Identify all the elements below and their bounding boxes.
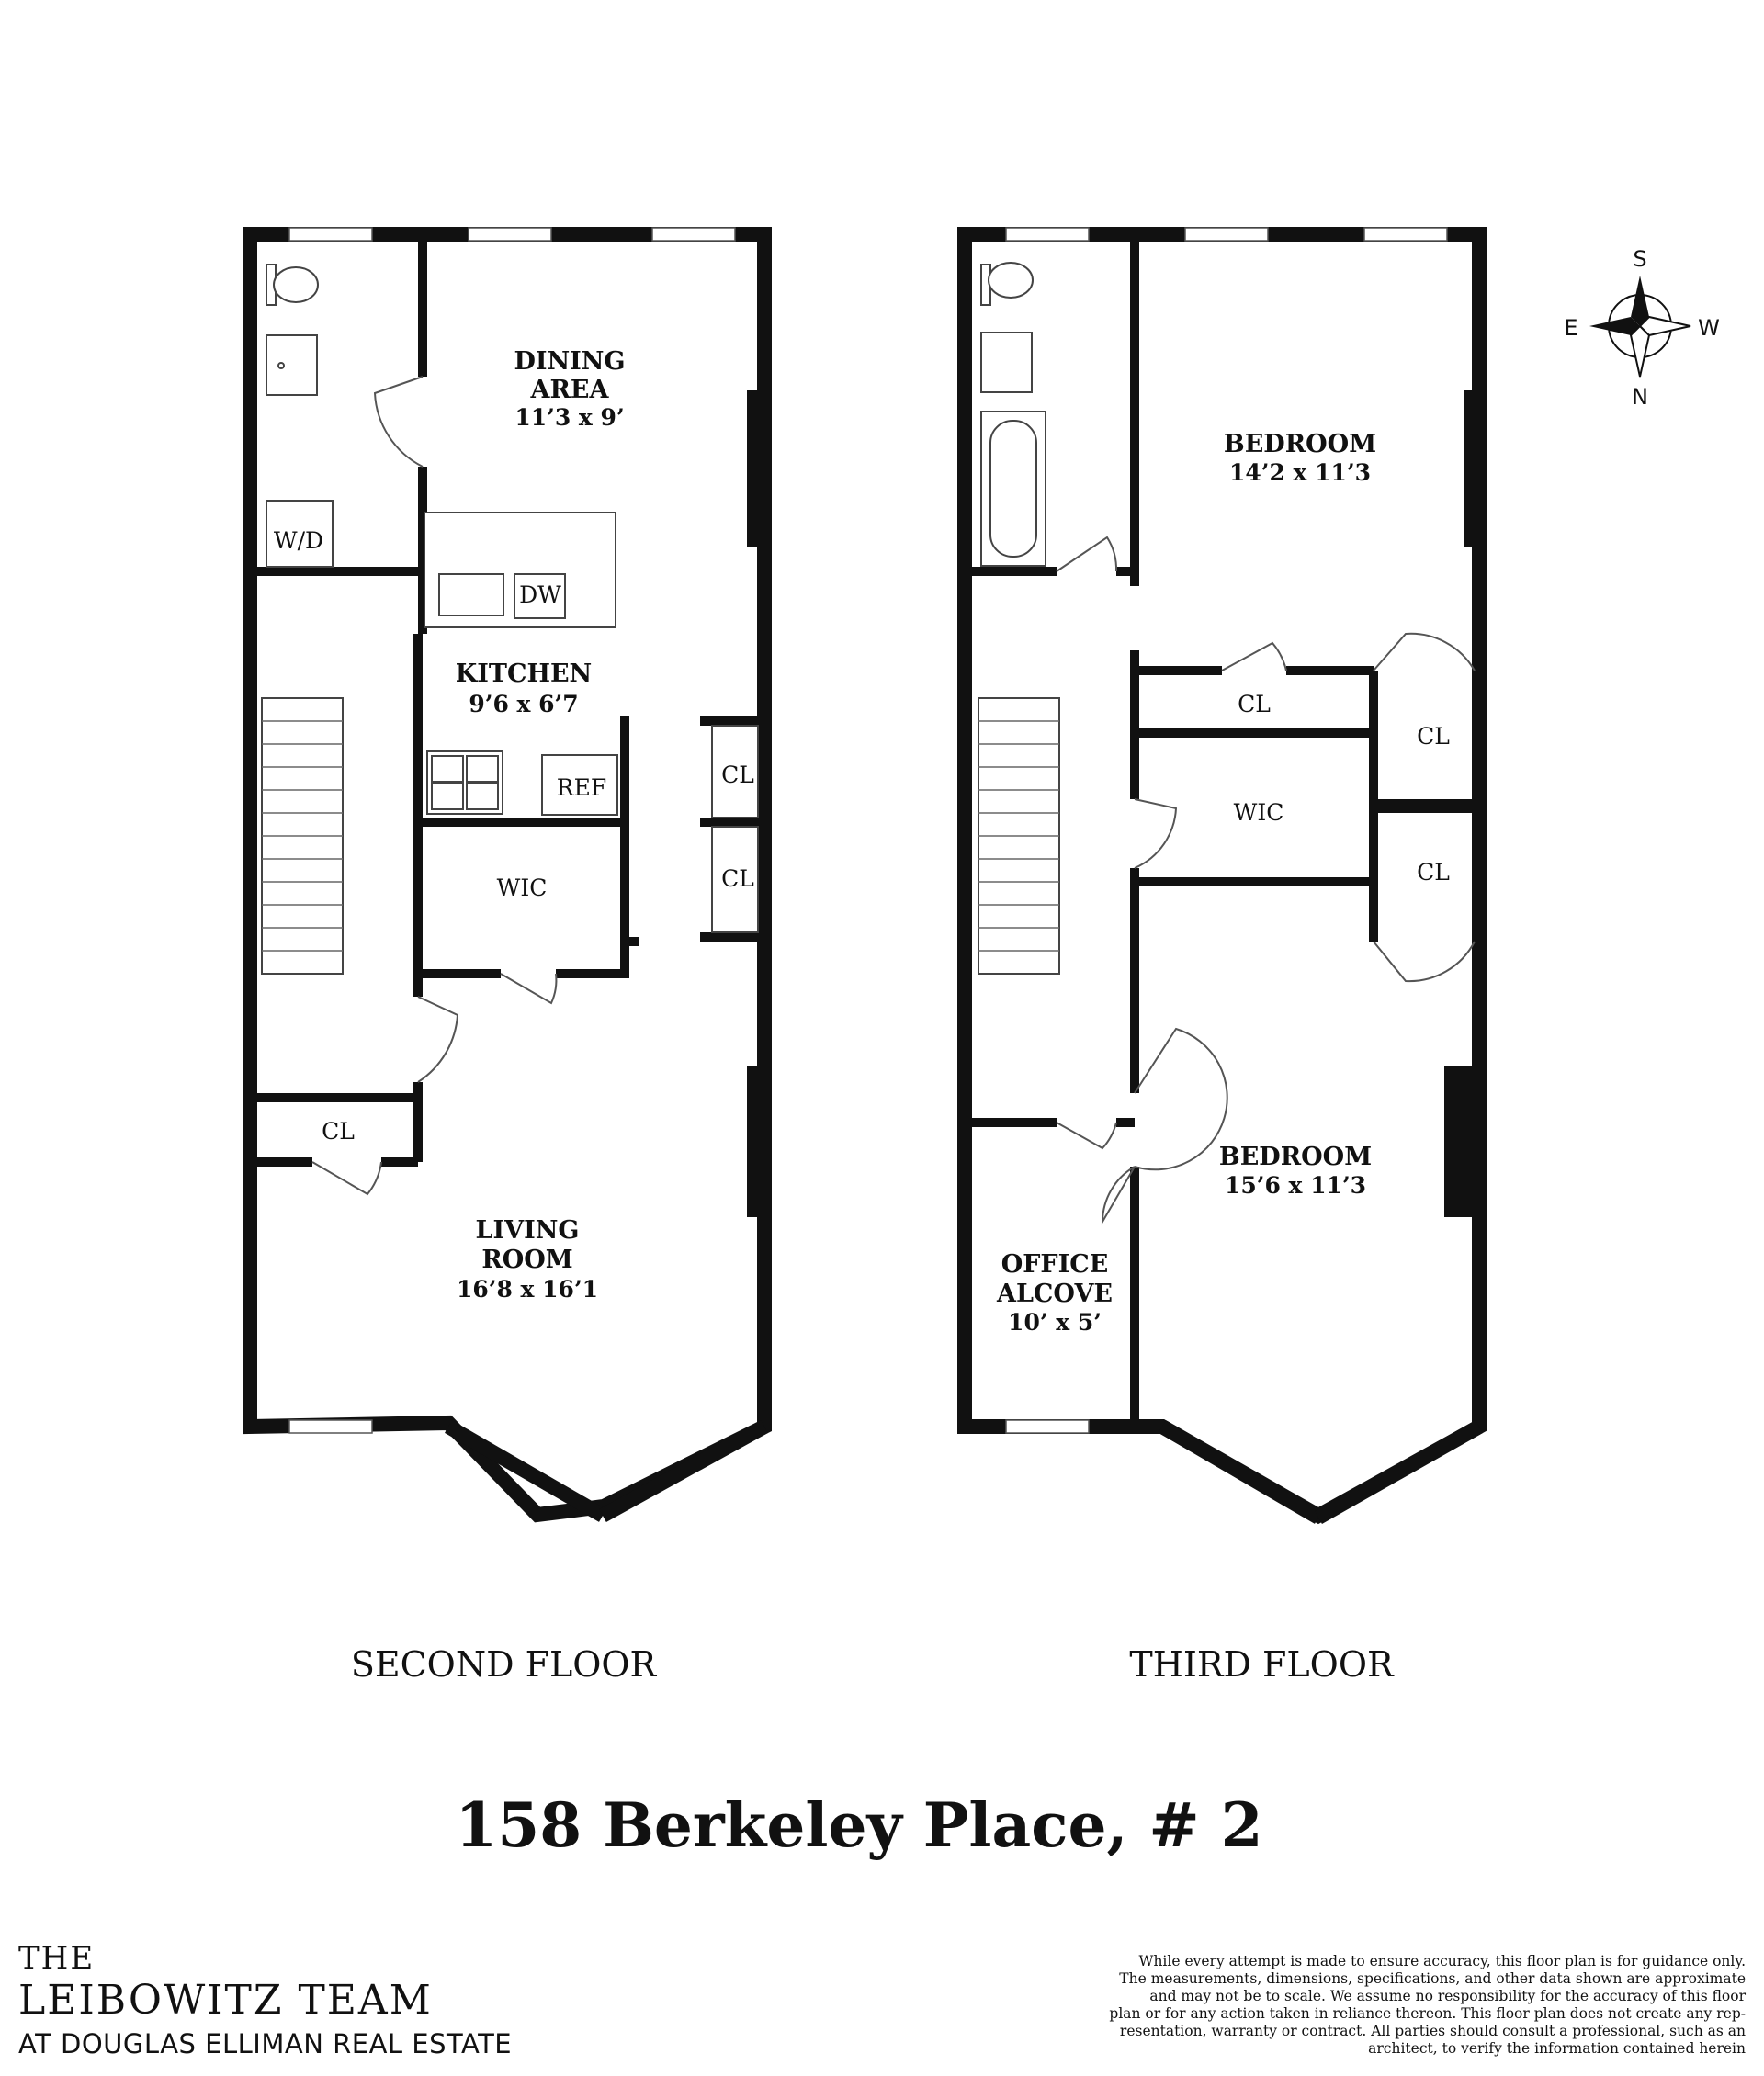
stair-treads <box>262 720 1059 952</box>
office-alcove-dims: 10’ x 5’ <box>1008 1309 1102 1336</box>
compass-rose: S E W N <box>1564 246 1719 410</box>
disclaimer-line: resentation, warranty or contract. All p… <box>1119 2023 1746 2039</box>
property-title: 158 Berkeley Place, # 2 <box>455 1789 1262 1861</box>
second-floor-outer-wall <box>243 227 772 1523</box>
dining-area-label-1: DINING <box>514 347 625 376</box>
dining-area-dims: 11’3 x 9’ <box>514 404 624 431</box>
wic-label-third: WIC <box>1234 799 1284 826</box>
living-room-label-1: LIVING <box>476 1216 580 1245</box>
second-floor-plan <box>243 227 772 1523</box>
bedroom-2-dims: 15’6 x 11’3 <box>1225 1172 1366 1199</box>
compass-e-label: E <box>1564 315 1577 341</box>
bedroom-2-label: BEDROOM <box>1219 1143 1372 1171</box>
third-floor-label: THIRD FLOOR <box>1129 1644 1395 1685</box>
compass-n-label: N <box>1632 384 1648 410</box>
living-room-label-2: ROOM <box>481 1246 572 1274</box>
disclaimer-line: and may not be to scale. We assume no re… <box>1149 1988 1746 2004</box>
office-alcove-label-2: ALCOVE <box>996 1280 1113 1308</box>
compass-w-label: W <box>1698 315 1720 341</box>
office-alcove-label-1: OFFICE <box>1001 1250 1109 1279</box>
washer-dryer-label: W/D <box>274 527 323 554</box>
bedroom-1-dims: 14’2 x 11’3 <box>1229 459 1371 486</box>
door-swings <box>311 376 1476 1225</box>
brand-line-1: THE <box>18 1940 96 1977</box>
closet-label-2: CL <box>721 865 754 892</box>
fixtures <box>261 262 1060 975</box>
dining-area-label-2: AREA <box>530 376 610 404</box>
windows <box>288 227 1448 1434</box>
disclaimer-line: The measurements, dimensions, specificat… <box>1119 1970 1746 1987</box>
kitchen-dims: 9’6 x 6’7 <box>469 691 578 717</box>
living-room-dims: 16’8 x 16’1 <box>457 1276 598 1303</box>
disclaimer-line: While every attempt is made to ensure ac… <box>1138 1953 1746 1969</box>
closet-label-third-1: CL <box>1238 691 1271 717</box>
dishwasher-label: DW <box>519 581 561 608</box>
wic-label-second: WIC <box>497 874 548 901</box>
closet-label-third-2: CL <box>1417 723 1450 750</box>
disclaimer-line: plan or for any action taken in reliance… <box>1109 2005 1746 2022</box>
closet-label-3: CL <box>322 1118 355 1145</box>
compass-s-label: S <box>1633 246 1646 272</box>
third-floor-plan <box>957 227 1487 1525</box>
brand-line-2: LEIBOWITZ TEAM <box>18 1977 433 2024</box>
fridge-label: REF <box>557 774 606 801</box>
closet-label-1: CL <box>721 762 754 788</box>
kitchen-label: KITCHEN <box>456 660 592 688</box>
disclaimer: While every attempt is made to ensure ac… <box>1066 1953 1746 2058</box>
closet-label-third-3: CL <box>1417 859 1450 886</box>
disclaimer-line: architect, to verify the information con… <box>1368 2040 1746 2057</box>
bedroom-1-label: BEDROOM <box>1224 430 1376 458</box>
second-floor-label: SECOND FLOOR <box>351 1644 658 1685</box>
brand-line-3: AT DOUGLAS ELLIMAN REAL ESTATE <box>18 2028 513 2059</box>
